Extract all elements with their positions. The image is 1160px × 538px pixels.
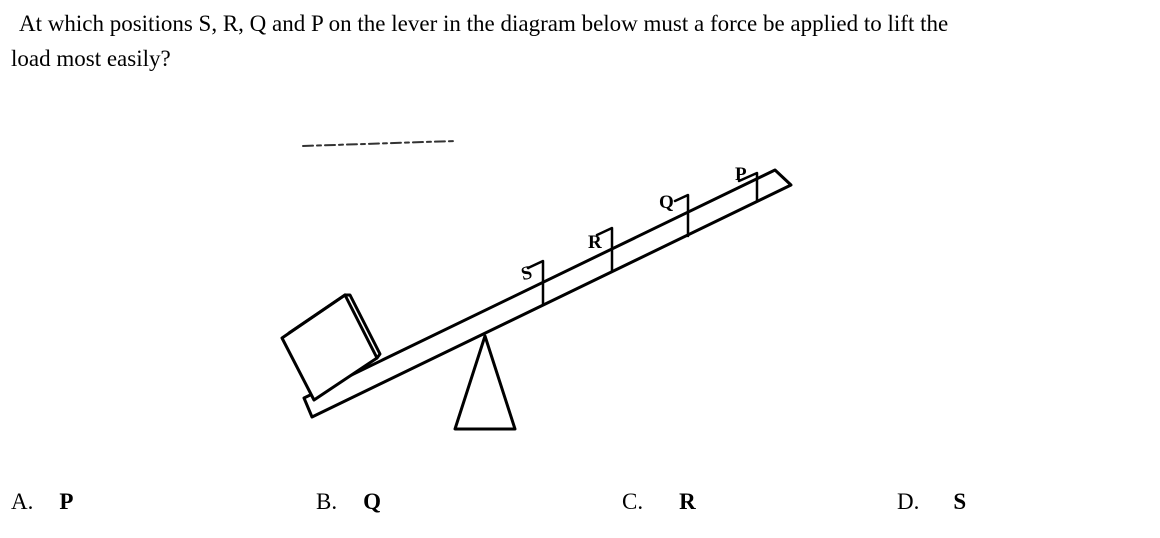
marker-r bbox=[595, 226, 614, 273]
label-q: Q bbox=[659, 192, 674, 213]
lever-beam bbox=[302, 168, 793, 419]
load-box bbox=[280, 293, 382, 402]
question-text: At which positions S, R, Q and P on the … bbox=[11, 6, 1131, 76]
marker-q bbox=[673, 193, 690, 238]
option-b-value: Q bbox=[363, 489, 381, 514]
option-a-value: P bbox=[59, 489, 74, 514]
option-c-letter: C. bbox=[622, 489, 644, 514]
marker-s bbox=[526, 259, 545, 306]
question-line-2: load most easily? bbox=[11, 46, 171, 71]
fulcrum-triangle bbox=[453, 334, 517, 431]
scan-artifact-line bbox=[302, 140, 456, 147]
option-d-value: S bbox=[953, 489, 967, 514]
option-c[interactable]: C. R bbox=[622, 487, 696, 517]
question-line-1: At which positions S, R, Q and P on the … bbox=[19, 11, 949, 36]
option-b[interactable]: B. Q bbox=[316, 487, 381, 517]
label-p: P bbox=[735, 164, 747, 185]
marker-p bbox=[737, 171, 759, 203]
option-d[interactable]: D. S bbox=[897, 487, 966, 517]
option-c-value: R bbox=[679, 489, 696, 514]
option-a-letter: A. bbox=[11, 489, 34, 514]
option-d-letter: D. bbox=[897, 489, 920, 514]
label-s: S bbox=[519, 262, 534, 285]
option-a[interactable]: A. P bbox=[11, 487, 73, 517]
option-b-letter: B. bbox=[316, 489, 338, 514]
label-r: R bbox=[588, 232, 602, 253]
